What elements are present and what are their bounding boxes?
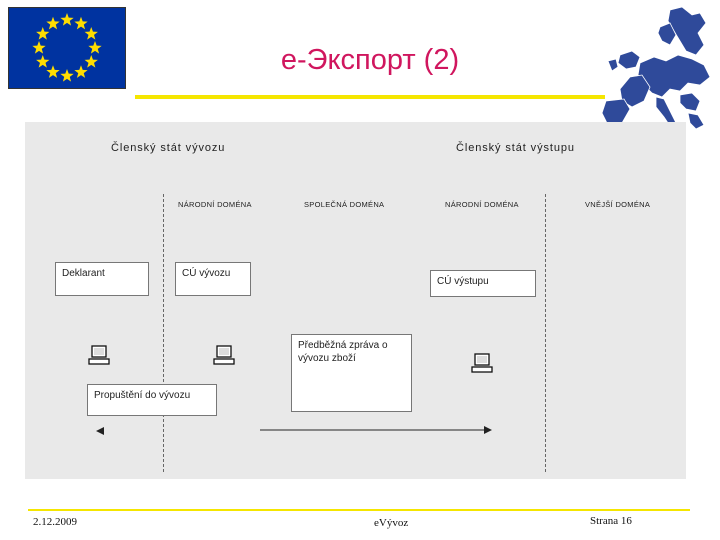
box-declarant: Deklarant xyxy=(55,262,149,296)
box-pre-notice: Předběžná zpráva o vývozu zboží xyxy=(291,334,412,412)
flow-arrows xyxy=(96,426,492,435)
flag-star xyxy=(32,41,46,54)
divider-left xyxy=(163,194,164,472)
export-process-diagram: Členský stát vývozu Členský stát výstupu… xyxy=(25,122,686,479)
computer-icon-declarant xyxy=(88,345,110,365)
footer-date: 2.12.2009 xyxy=(33,516,77,528)
flag-star xyxy=(74,16,88,30)
flag-star xyxy=(84,55,98,68)
header-exit-state: Členský stát výstupu xyxy=(456,142,575,154)
flag-star xyxy=(84,27,98,40)
flag-star xyxy=(74,65,88,78)
domain-external: VNĚJŠÍ DOMÉNA xyxy=(585,200,651,209)
flag-star xyxy=(88,41,102,54)
domain-national-exit: NÁRODNÍ DOMÉNA xyxy=(445,200,519,209)
flag-star xyxy=(36,55,50,68)
flag-star xyxy=(46,16,60,30)
flag-star xyxy=(60,69,74,82)
computer-icon-cu-exit xyxy=(471,353,493,373)
flag-star xyxy=(46,65,60,78)
box-cu-export: CÚ vývozu xyxy=(175,262,251,296)
flag-star xyxy=(60,13,74,26)
europe-map-icon xyxy=(600,5,715,135)
title-underline xyxy=(135,95,605,99)
domain-common: SPOLEČNÁ DOMÉNA xyxy=(304,200,385,209)
divider-right xyxy=(545,194,546,472)
box-cu-exit: CÚ výstupu xyxy=(430,270,536,297)
eu-flag-icon xyxy=(8,7,126,89)
domain-national-export: NÁRODNÍ DOMÉNA xyxy=(178,200,252,209)
computer-icon-cu-export xyxy=(213,345,235,365)
slide-title: e-Экспорт (2) xyxy=(280,44,460,76)
footer-center: eVývoz xyxy=(374,517,409,529)
footer-page-number: Strana 16 xyxy=(590,515,632,527)
box-export-release: Propuštění do vývozu xyxy=(87,384,217,416)
footer-rule xyxy=(28,509,690,511)
flag-star xyxy=(36,27,50,40)
header-export-state: Členský stát vývozu xyxy=(111,142,226,154)
